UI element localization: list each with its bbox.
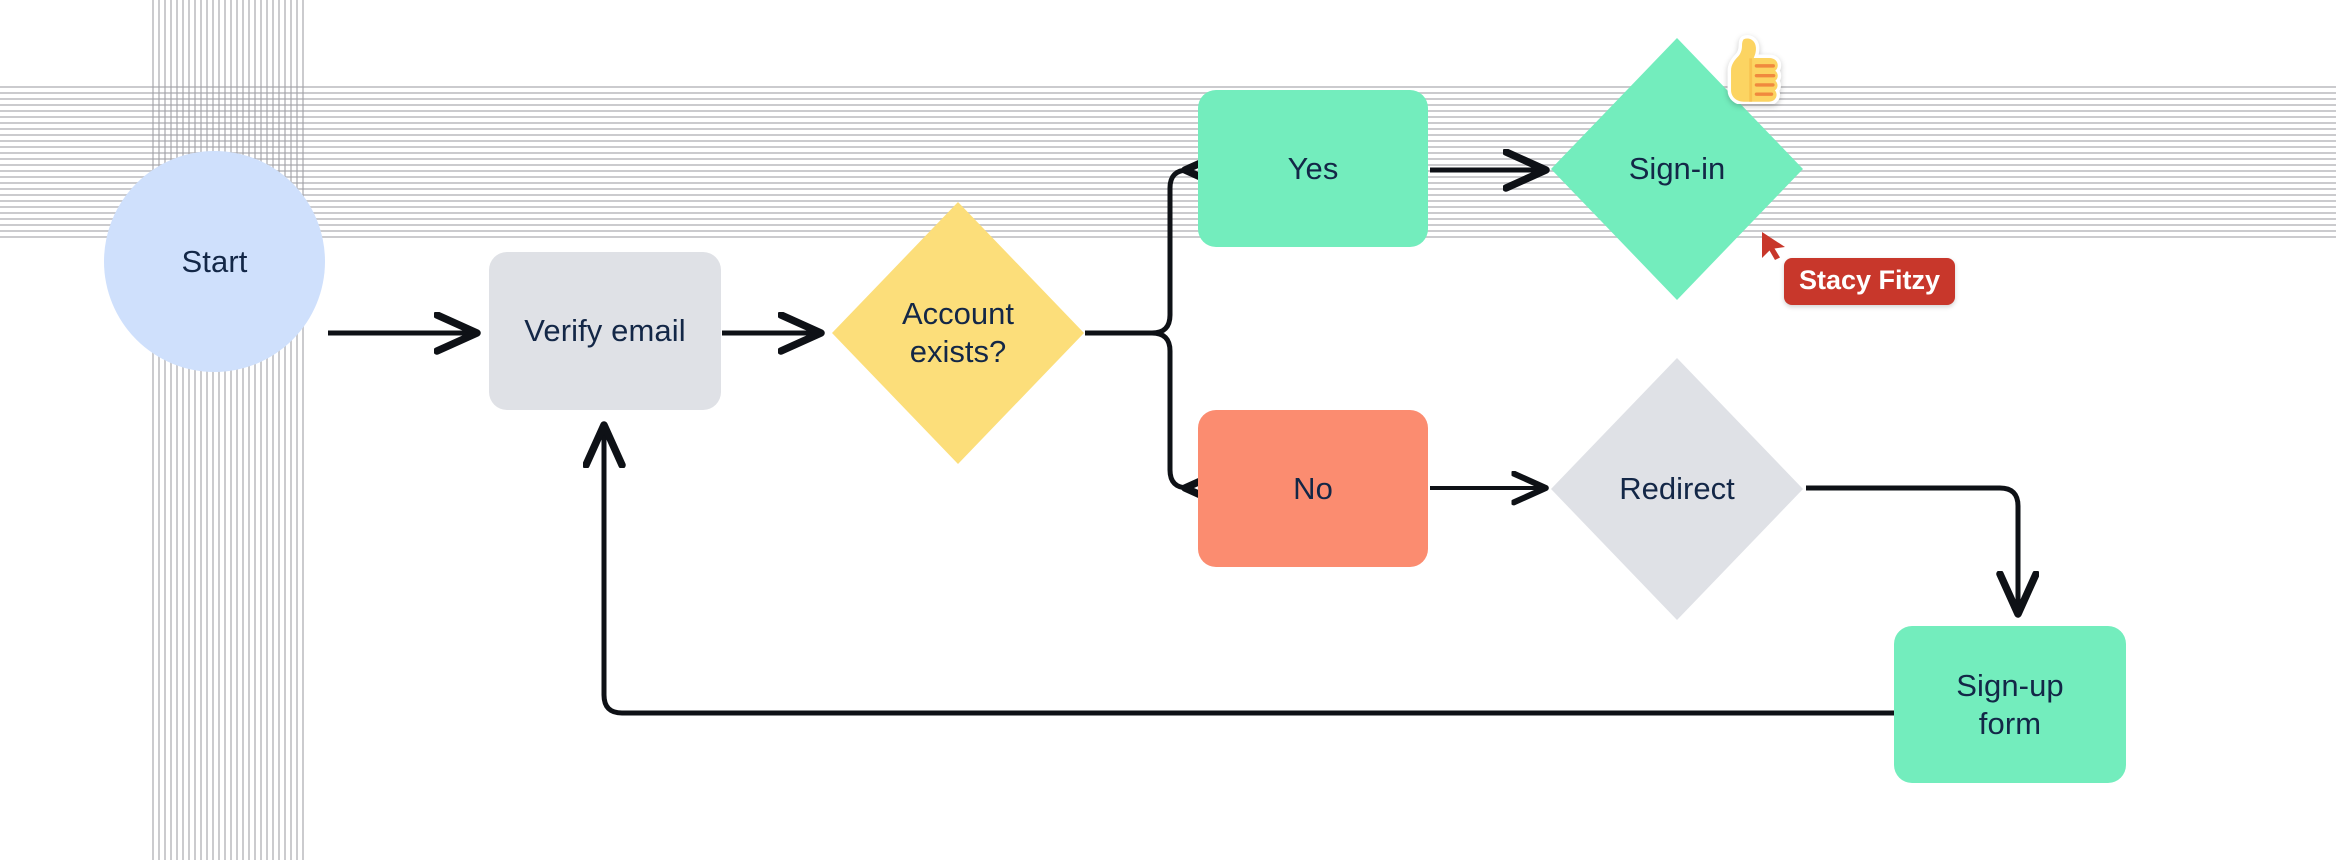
node-yes-label: Yes [1287, 150, 1339, 186]
node-no[interactable]: No [1198, 410, 1428, 567]
cursor-pointer-icon [1762, 232, 1785, 260]
node-sign-up-form[interactable]: Sign-up form [1894, 626, 2126, 783]
node-start[interactable]: Start [104, 151, 325, 372]
edge-redirect-to-sign-up-form [1806, 485, 2018, 613]
node-start-label: Start [181, 243, 248, 279]
node-sign-up-form-label-line2: form [1978, 705, 2042, 741]
node-sign-up-form-label: Sign-up form [1956, 667, 2064, 743]
node-verify-email-label: Verify email [524, 313, 686, 349]
node-yes[interactable]: Yes [1198, 90, 1428, 247]
edge-account-exists-to-no [1151, 330, 1188, 488]
node-verify-email[interactable]: Verify email [489, 252, 721, 410]
node-redirect[interactable]: Redirect [1551, 358, 1803, 620]
node-account-exists-label-line2: exists? [909, 334, 1007, 369]
edge-account-exists-to-yes [1151, 170, 1188, 336]
node-no-label: No [1293, 470, 1333, 506]
node-sign-in-label: Sign-in [1551, 38, 1803, 300]
node-sign-in-label-text: Sign-in [1628, 151, 1726, 187]
node-sign-up-form-label-line1: Sign-up [1956, 667, 2064, 703]
cursor-name-badge: Stacy Fitzy [1784, 258, 1956, 305]
node-sign-in[interactable]: Sign-in [1551, 38, 1803, 300]
node-redirect-label-text: Redirect [1619, 471, 1735, 507]
node-account-exists[interactable]: Account exists? [832, 202, 1084, 464]
thumbs-up-icon[interactable] [1716, 30, 1790, 106]
node-account-exists-label-line1: Account [901, 296, 1014, 332]
node-redirect-label: Redirect [1551, 358, 1803, 620]
node-account-exists-label: Account exists? [832, 202, 1084, 464]
